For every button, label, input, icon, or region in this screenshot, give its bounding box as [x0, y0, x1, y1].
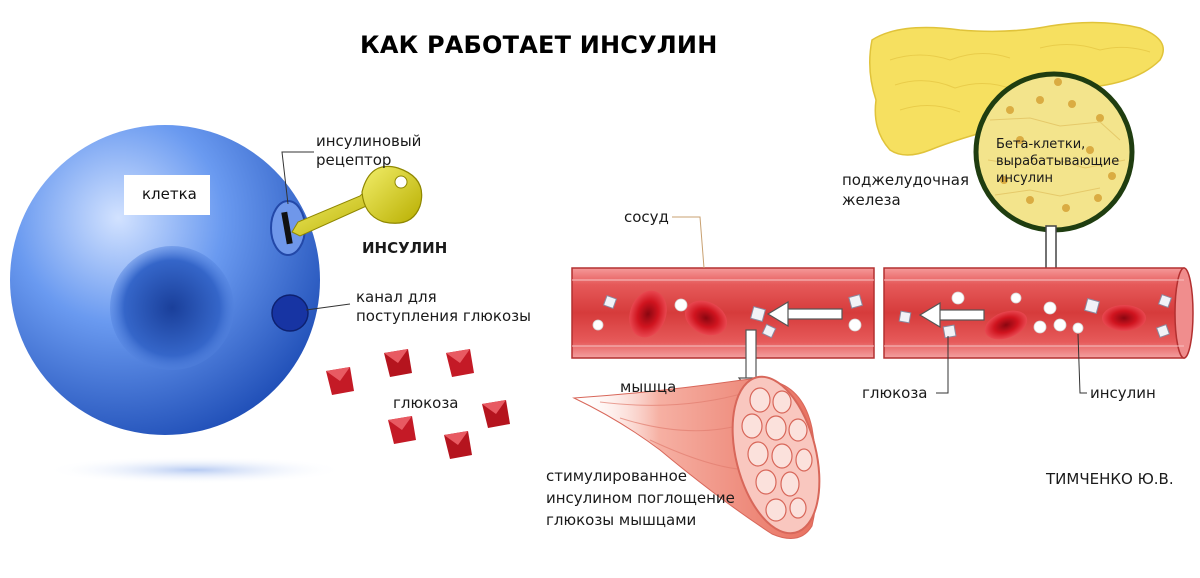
flow-arrow-left	[766, 300, 843, 328]
beta-cells-label-line2: вырабатывающие	[996, 154, 1120, 169]
uptake-label-line1: стимулированное	[546, 467, 688, 485]
pancreas-label-line1: поджелудочная	[842, 171, 969, 189]
uptake-label-line2: инсулином поглощение	[546, 489, 735, 507]
insulin-key-label: ИНСУЛИН	[362, 239, 448, 257]
receptor-label-line1: инсулиновый	[316, 132, 422, 150]
uptake-label-line3: глюкозы мышцами	[546, 511, 697, 529]
glucose-right-label: глюкоза	[862, 384, 928, 402]
insulin-key	[291, 165, 423, 237]
cell-label-box: клетка	[124, 175, 210, 215]
insulin-molecules	[592, 291, 1084, 334]
cell-nucleus	[110, 246, 234, 370]
glucose-left-label: глюкоза	[393, 394, 459, 412]
receptor-slot	[281, 211, 293, 245]
author-label: ТИМЧЕНКО Ю.В.	[1046, 470, 1174, 488]
glucose-cubes	[602, 293, 1173, 339]
receptor-label-line2: рецептор	[316, 151, 392, 169]
insulin-right-leader-line	[1077, 333, 1087, 394]
insulin-right-label: инсулин	[1090, 384, 1156, 402]
glucose-right-leader-line	[936, 336, 949, 394]
page-title: КАК РАБОТАЕТ ИНСУЛИН	[360, 31, 718, 59]
flow-arrow-right	[918, 301, 985, 329]
pancreas-texture	[889, 44, 1151, 113]
pancreas-label-line2: железа	[842, 191, 901, 209]
channel-leader-line	[305, 303, 351, 311]
glucose-crystals-left	[326, 349, 510, 459]
cell-label: клетка	[142, 185, 197, 203]
beta-cells-label-line1: Бета-клетки,	[996, 137, 1086, 152]
beta-cells-texture	[1000, 78, 1116, 212]
channel-label-line1: канал для	[356, 288, 437, 306]
glucose-channel	[271, 294, 309, 332]
vessel-label: сосуд	[624, 208, 669, 226]
receptor-leader-line	[281, 151, 314, 205]
muscle-label: мышца	[620, 378, 677, 396]
muscle-cross-section-cells	[741, 387, 813, 522]
beta-cells-label-line3: инсулин	[996, 171, 1054, 186]
cell-shadow	[45, 456, 345, 484]
beta-cells-membranes	[987, 117, 1126, 197]
channel-label-line2: поступления глюкозы	[356, 307, 531, 325]
red-blood-cells	[629, 290, 1146, 340]
vessel-leader-line	[672, 216, 705, 269]
